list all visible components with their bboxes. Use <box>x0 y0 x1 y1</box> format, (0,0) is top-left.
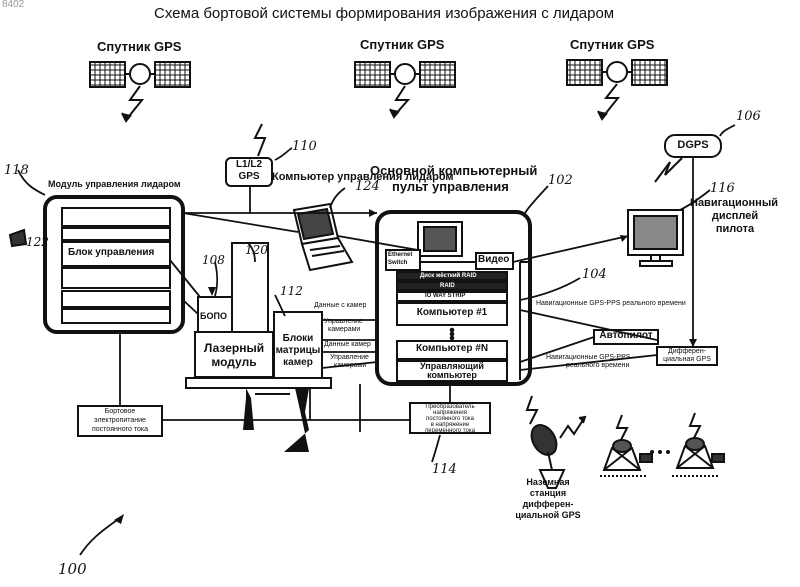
laser-module-line2: модуль <box>195 356 273 369</box>
camera-block-line1: Блоки <box>274 334 322 345</box>
console-small-row1: Ethernet <box>388 252 412 258</box>
signal-camera-control-1-line2: камерами <box>328 326 360 333</box>
console-strip2: RAID <box>440 283 455 289</box>
computer-1-label: Компьютер #1 <box>397 308 507 319</box>
signal-camera-data-2: Данные камер <box>324 341 371 348</box>
ref-102: 102 <box>548 174 573 188</box>
signal-camera-data-1: Данные с камер <box>314 302 366 309</box>
ref-124: 124 <box>355 180 380 194</box>
pilot-display-line2: дисплей <box>690 211 780 223</box>
signal-nav-gps-pps-2-line1: Навигационные GPS-PPS <box>546 354 630 361</box>
diff-gps-line2: циальная GPS <box>657 356 717 363</box>
ref-114: 114 <box>432 463 457 477</box>
ground-station-line1: Наземная <box>508 478 588 487</box>
control-block-label: Блок управления <box>68 248 154 259</box>
gps-receiver-line1: L1/L2 <box>226 160 272 171</box>
onboard-power-line1: Бортовое <box>78 408 162 415</box>
camera-block-line3: камер <box>274 358 322 369</box>
reference-tower-2-icon <box>672 413 718 476</box>
lidar-computer-label: Компьютер управления лидаром <box>272 172 352 184</box>
pilot-display-line1: Навигационный <box>690 198 778 210</box>
satellite-3-label: Спутник GPS <box>570 38 654 52</box>
diff-gps-line1: Дифферен- <box>657 348 717 355</box>
ground-station-icon <box>526 396 585 488</box>
autopilot-label: Автопилот <box>594 331 658 342</box>
pilot-display-line3: пилота <box>690 224 780 236</box>
lidar-module-title: Модуль управления лидаром <box>48 180 181 189</box>
laser-module-line1: Лазерный <box>195 342 273 355</box>
signal-camera-control-1-line1: Управление <box>324 318 363 325</box>
converter-line5: переменного тока <box>410 428 490 434</box>
console-title-line1: Основной компьютерный <box>370 164 537 178</box>
ref-110: 110 <box>292 140 317 154</box>
onboard-power-line2: электропитание <box>78 417 162 424</box>
diagram-title: Схема бортовой системы формирования изоб… <box>154 6 614 22</box>
dgps-label: DGPS <box>665 140 721 152</box>
computer-n-label: Компьютер #N <box>397 344 507 355</box>
antenna-icon <box>10 230 26 246</box>
reference-tower-1-icon <box>600 415 648 476</box>
pilot-display-icon <box>628 210 683 266</box>
console-strip1: Диск жёсткий RAID <box>420 273 477 279</box>
ground-station-line2: станция <box>508 489 588 498</box>
onboard-power-line3: постоянного тока <box>78 426 162 433</box>
gps-receiver-line2: GPS <box>226 172 272 183</box>
satellite-1-label: Спутник GPS <box>97 40 181 54</box>
ref-106: 106 <box>736 110 761 124</box>
ref-120: 120 <box>245 244 268 257</box>
console-strip3: IO WAY STRIP <box>425 293 465 299</box>
ground-station-line3: дифферен- <box>508 500 588 509</box>
satellite-1-icon <box>90 62 190 121</box>
lidar-control-module-box <box>45 197 183 332</box>
ref-104: 104 <box>582 268 607 282</box>
signal-nav-gps-pps-1: Навигационные GPS-PPS реального времени <box>536 300 686 307</box>
signal-camera-control-2-line1: Управление <box>330 354 369 361</box>
control-computer-line2: компьютер <box>397 371 507 380</box>
satellite-2-label: Спутник GPS <box>360 38 444 52</box>
ref-108: 108 <box>202 254 225 267</box>
satellite-3-icon <box>567 60 667 119</box>
ref-100: 100 <box>58 562 87 578</box>
video-label: Видео <box>478 255 509 266</box>
console-title-line2: пульт управления <box>392 180 509 194</box>
signal-nav-gps-pps-2-line2: реального времени <box>566 362 629 369</box>
ref-118: 118 <box>4 164 29 178</box>
ground-station-line4: циальной GPS <box>508 511 588 520</box>
page-id: 8402 <box>2 0 24 11</box>
signal-camera-control-2-line2: камерами <box>334 362 366 369</box>
ref-116: 116 <box>710 182 735 196</box>
ref-112: 112 <box>280 285 303 298</box>
ref-122: 122 <box>26 236 49 249</box>
bopo-label: БОПО <box>200 312 227 321</box>
console-small-row2: Switch <box>388 260 407 266</box>
camera-block-line2: матрицы <box>274 346 322 357</box>
satellite-2-icon <box>355 62 455 117</box>
